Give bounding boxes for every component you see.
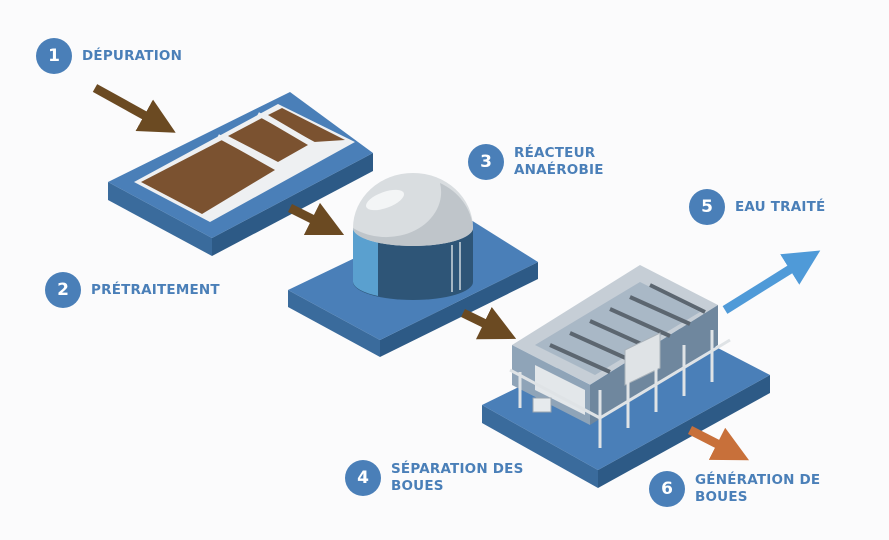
sludge-arrow xyxy=(687,425,750,461)
step-number-badge: 3 xyxy=(468,144,504,180)
step-label: SÉPARATION DES BOUES xyxy=(391,461,524,494)
step-3-anaerobic-reactor: 3 RÉACTEUR ANAÉROBIE xyxy=(468,144,604,180)
step-label: PRÉTRAITEMENT xyxy=(91,281,220,298)
flow-arrow-2 xyxy=(287,202,345,236)
step-number-badge: 4 xyxy=(345,460,381,496)
step-number-badge: 5 xyxy=(689,189,725,225)
step-label: GÉNÉRATION DE BOUES xyxy=(695,472,821,505)
step-6-sludge-generation: 6 GÉNÉRATION DE BOUES xyxy=(649,471,820,507)
flow-arrow-3 xyxy=(461,306,517,340)
step-number-badge: 2 xyxy=(45,272,81,308)
sludge-separation-unit xyxy=(509,265,731,448)
step-number-badge: 6 xyxy=(649,471,685,507)
step-1-depuration: 1 DÉPURATION xyxy=(36,38,182,74)
inflow-arrow xyxy=(92,84,176,133)
step-2-pretreatment: 2 PRÉTRAITEMENT xyxy=(45,272,220,308)
step-label: DÉPURATION xyxy=(82,47,183,64)
anaerobic-reactor-tank xyxy=(353,173,473,300)
step-label: RÉACTEUR ANAÉROBIE xyxy=(514,145,604,178)
step-5-treated-water: 5 EAU TRAITÉ xyxy=(689,189,825,225)
step-4-sludge-separation: 4 SÉPARATION DES BOUES xyxy=(345,460,524,496)
step-label: EAU TRAITÉ xyxy=(735,198,826,215)
treated-water-arrow xyxy=(722,250,821,314)
step-number-badge: 1 xyxy=(36,38,72,74)
